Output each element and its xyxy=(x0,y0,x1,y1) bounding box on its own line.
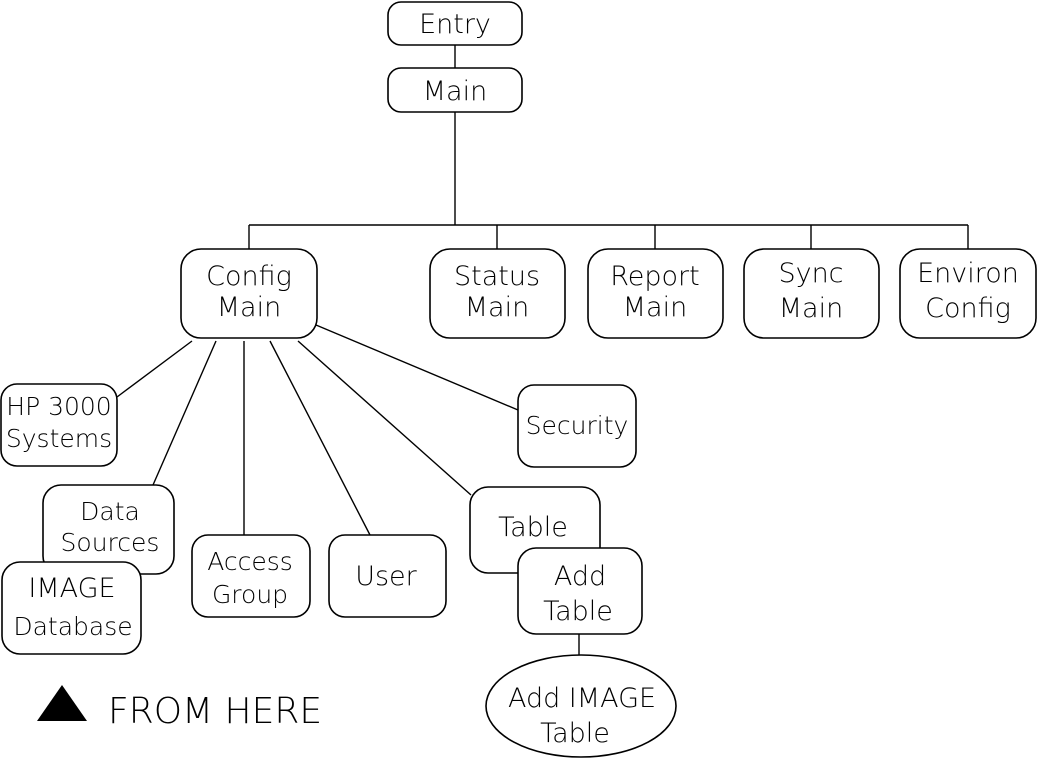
node-image-database-line2: Database xyxy=(13,612,132,641)
node-security[interactable]: Security xyxy=(517,384,637,468)
node-data-sources-line2: Sources xyxy=(61,528,160,557)
node-main[interactable]: Main xyxy=(387,67,523,113)
node-main-label: Main xyxy=(423,76,487,107)
edges xyxy=(116,45,969,655)
edge-config-hp3000 xyxy=(116,340,193,398)
node-access-group-line2: Group xyxy=(212,580,288,609)
node-user[interactable]: User xyxy=(328,534,447,618)
node-environ-config[interactable]: Environ Config xyxy=(899,248,1037,339)
node-sync-main[interactable]: Sync Main xyxy=(743,248,880,339)
triangle-marker-icon xyxy=(37,685,87,721)
node-report-main-line1: Report xyxy=(610,261,700,292)
node-status-main[interactable]: Status Main xyxy=(429,248,566,339)
edge-config-security xyxy=(315,324,519,411)
node-add-image-table[interactable]: Add IMAGE Table xyxy=(485,654,677,758)
legend: FROM HERE xyxy=(37,685,322,732)
node-image-database[interactable]: IMAGE Database xyxy=(1,561,142,655)
node-report-main-line2: Main xyxy=(623,292,687,323)
node-table-label: Table xyxy=(498,512,568,543)
edge-config-datasources xyxy=(152,340,217,486)
node-access-group[interactable]: Access Group xyxy=(191,534,311,618)
node-add-table-line1: Add xyxy=(554,561,606,592)
node-sync-main-line1: Sync xyxy=(778,258,843,289)
node-hp3000-systems-line1: HP 3000 xyxy=(6,392,111,421)
node-add-table-line2: Table xyxy=(543,596,613,627)
node-status-main-line2: Main xyxy=(465,292,529,323)
edge-config-table xyxy=(297,340,472,496)
node-config-main-line2: Main xyxy=(217,292,281,323)
node-hp3000-systems-line2: Systems xyxy=(6,424,112,453)
legend-label: FROM HERE xyxy=(108,691,322,732)
node-security-label: Security xyxy=(526,411,629,440)
node-add-image-table-line2: Table xyxy=(540,718,610,749)
node-data-sources[interactable]: Data Sources xyxy=(42,484,175,575)
node-entry-label: Entry xyxy=(419,9,491,40)
node-config-main-line1: Config xyxy=(206,261,292,292)
node-image-database-line1: IMAGE xyxy=(28,573,115,604)
node-sync-main-line2: Main xyxy=(779,293,843,324)
node-environ-config-line2: Config xyxy=(925,293,1011,324)
edge-config-user xyxy=(269,340,371,536)
node-add-table[interactable]: Add Table xyxy=(517,547,643,635)
node-data-sources-line1: Data xyxy=(80,497,140,526)
node-status-main-line1: Status xyxy=(454,261,540,292)
node-environ-config-line1: Environ xyxy=(917,258,1019,289)
node-hp3000-systems[interactable]: HP 3000 Systems xyxy=(0,383,118,467)
node-add-image-table-line1: Add IMAGE xyxy=(508,683,656,714)
node-config-main[interactable]: Config Main xyxy=(180,248,318,339)
node-access-group-line1: Access xyxy=(207,547,293,576)
node-report-main[interactable]: Report Main xyxy=(587,248,724,339)
node-entry[interactable]: Entry xyxy=(387,1,523,46)
node-user-label: User xyxy=(355,561,417,592)
